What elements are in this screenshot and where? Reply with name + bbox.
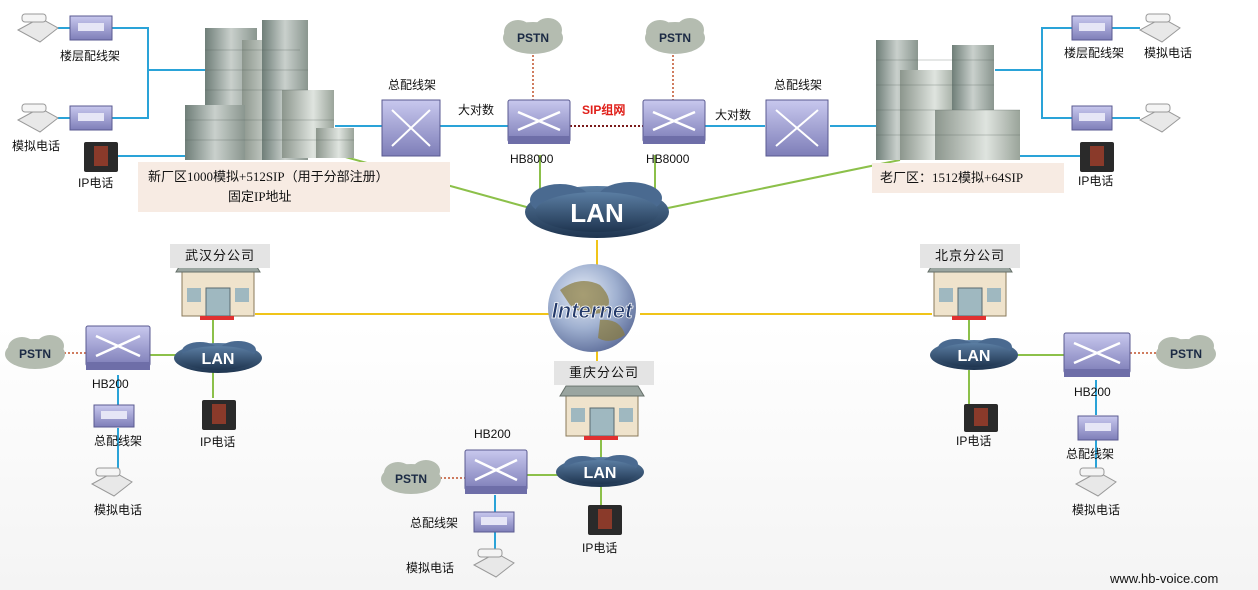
analog-phone-left-icon [16,103,59,133]
wuhan-ip-phone-icon [202,400,236,430]
new-campus-buildings-icon [185,20,354,160]
hb8000-left-label: HB8000 [510,152,554,166]
wuhan-office-icon [175,261,261,320]
floor-frame-right-label: 楼层配线架 [1064,46,1125,60]
bj-ip-label: IP电话 [956,434,992,448]
floor-frame-right-icon [1071,15,1113,41]
hb8000-right-router-icon [642,99,706,144]
lan-label: LAN [958,348,991,365]
analog-phone-right-icon [1138,103,1181,133]
lan-cloud-wuhan: LAN [174,341,262,373]
chongqing-ip-phone-icon [588,505,622,535]
lan-label: LAN [584,465,617,482]
big-pair-left-label: 大对数 [458,103,495,117]
cq-hb200-label: HB200 [474,427,511,441]
pstn-cloud-wuhan: PSTN [5,335,65,369]
ip-phone-right-label: IP电话 [1078,174,1114,188]
pstn-cloud-chongqing: PSTN [381,460,441,494]
wuhan-frame-icon [93,404,135,428]
pstn-label: PSTN [659,31,691,45]
chongqing-office-icon [559,385,645,440]
lan-label: LAN [570,198,623,228]
wuhan-hb200-label: HB200 [92,377,129,391]
analog-phone-left-label: 模拟电话 [12,139,61,153]
cq-analog-label: 模拟电话 [406,561,455,575]
old-campus-buildings-icon [876,40,1020,160]
analog-phone-top-right-icon [1138,13,1181,43]
lan-label: LAN [202,351,235,368]
pstn-cloud-top-left: PSTN [503,18,563,54]
old-campus-note-box [872,163,1064,193]
beijing-office-icon [927,261,1013,320]
beijing-ip-phone-icon [964,404,998,432]
pstn-cloud-top-right: PSTN [645,18,705,54]
wuhan-frame-label: 总配线架 [94,434,143,448]
chongqing-hb200-router-icon [464,449,528,494]
analog-phone-right-label: 模拟电话 [1144,46,1193,60]
lan-cloud-main: LAN [525,182,669,238]
cq-ip-label: IP电话 [582,541,618,555]
old-campus-note: 老厂区：1512模拟+64SIP [880,170,1024,185]
links [58,27,1160,550]
hb8000-right-label: HB8000 [646,152,690,166]
beijing-hb200-router-icon [1063,332,1131,377]
lan-cloud-chongqing: LAN [556,455,644,487]
wuhan-office-tag: 武汉分公司 [170,244,270,268]
cq-frame-label: 总配线架 [410,516,459,530]
beijing-frame-icon [1077,415,1119,441]
main-frame-left-icon [381,99,441,157]
internet-globe-icon: Internet [548,264,636,352]
floor-frame-left-2-icon [69,105,113,131]
bj-frame-label: 总配线架 [1066,447,1115,461]
chongqing-frame-icon [473,511,515,533]
analog-phone-top-left-icon [16,13,59,43]
pstn-label: PSTN [395,472,427,486]
ip-phone-right-icon [1080,142,1114,172]
floor-frame-right-2-icon [1071,105,1113,131]
pstn-label: PSTN [1170,347,1202,361]
main-frame-left-label: 总配线架 [388,78,437,92]
big-pair-right-label: 大对数 [715,108,752,122]
floor-frame-left-icon [69,15,113,41]
wuhan-ip-label: IP电话 [200,435,236,449]
chongqing-analog-phone-icon [472,548,515,578]
pstn-label: PSTN [517,31,549,45]
wuhan-hb200-router-icon [85,325,151,370]
new-campus-note-box [138,162,450,212]
sip-network-label: SIP组网 [582,103,626,117]
ip-phone-left-label: IP电话 [78,176,114,190]
beijing-analog-phone-icon [1074,467,1117,497]
lan-cloud-beijing: LAN [930,338,1018,370]
floor-frame-left-label: 楼层配线架 [60,49,121,63]
hb8000-left-router-icon [507,99,571,144]
pstn-label: PSTN [19,347,51,361]
main-frame-right-icon [765,99,829,157]
wuhan-analog-label: 模拟电话 [94,503,143,517]
pstn-cloud-beijing: PSTN [1156,335,1216,369]
new-campus-note-line2: 固定IP地址 [228,189,292,204]
bj-hb200-label: HB200 [1074,385,1111,399]
ip-phone-left-icon [84,142,118,172]
website-footer: www.hb-voice.com [1110,571,1219,586]
beijing-office-tag: 北京分公司 [920,244,1020,268]
internet-label: Internet [552,298,634,323]
wuhan-analog-phone-icon [90,467,133,497]
chongqing-office-tag: 重庆分公司 [554,361,654,385]
main-frame-right-label: 总配线架 [774,78,823,92]
bj-analog-label: 模拟电话 [1072,503,1121,517]
new-campus-note-line1: 新厂区1000模拟+512SIP（用于分部注册） [148,169,389,184]
